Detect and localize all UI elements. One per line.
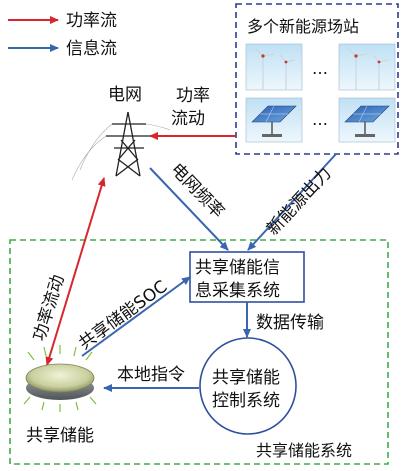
storage-system-box [9,239,389,465]
solar-ellipsis: … [312,110,328,129]
renewable-sites-group: 多个新能源场站 … [235,3,399,155]
power-flow-label-1: 功率 [176,86,210,106]
info-collection-box [189,251,305,303]
info-flow-grid-frequency [149,167,229,251]
renewable-sites-title: 多个新能源场站 [247,17,359,36]
grid-label: 电网 [108,85,142,105]
wind-farm-icon-2 [338,43,396,91]
control-system-label-2: 控制系统 [212,391,280,411]
energy-storage-icon [23,345,97,412]
legend-info-label: 信息流 [66,39,117,59]
wind-farm-icon [245,43,303,91]
info-collection-label-1: 共享储能信 [195,258,280,278]
data-transfer-label: 数据传输 [256,313,324,333]
solar-farm-icon [245,97,303,143]
wind-ellipsis: … [312,59,328,78]
grid-frequency-label: 电网频率 [166,160,228,223]
transmission-tower-icon [71,111,171,181]
power-flow-storage-label: 功率流动 [30,273,69,344]
control-system-circle [199,337,297,435]
info-flow-new-energy-output [247,153,337,251]
power-flow-grid-storage [45,177,106,366]
info-collection-label-2: 息采集系统 [195,281,280,301]
solar-farm-icon-2 [338,97,396,143]
control-system-label-1: 共享储能 [212,368,280,388]
new-energy-output-label: 新能源出力 [263,164,336,240]
legend-power-label: 功率流 [66,11,117,31]
legend: 功率流 信息流 [8,11,117,59]
power-flow-label-2: 流动 [171,109,205,129]
storage-soc-label: 共享储能SOC [75,277,171,354]
local-command-label: 本地指令 [117,365,185,385]
renewable-sites-box [235,3,399,155]
storage-label: 共享储能 [26,426,94,446]
storage-system-label: 共享储能系统 [256,441,352,460]
